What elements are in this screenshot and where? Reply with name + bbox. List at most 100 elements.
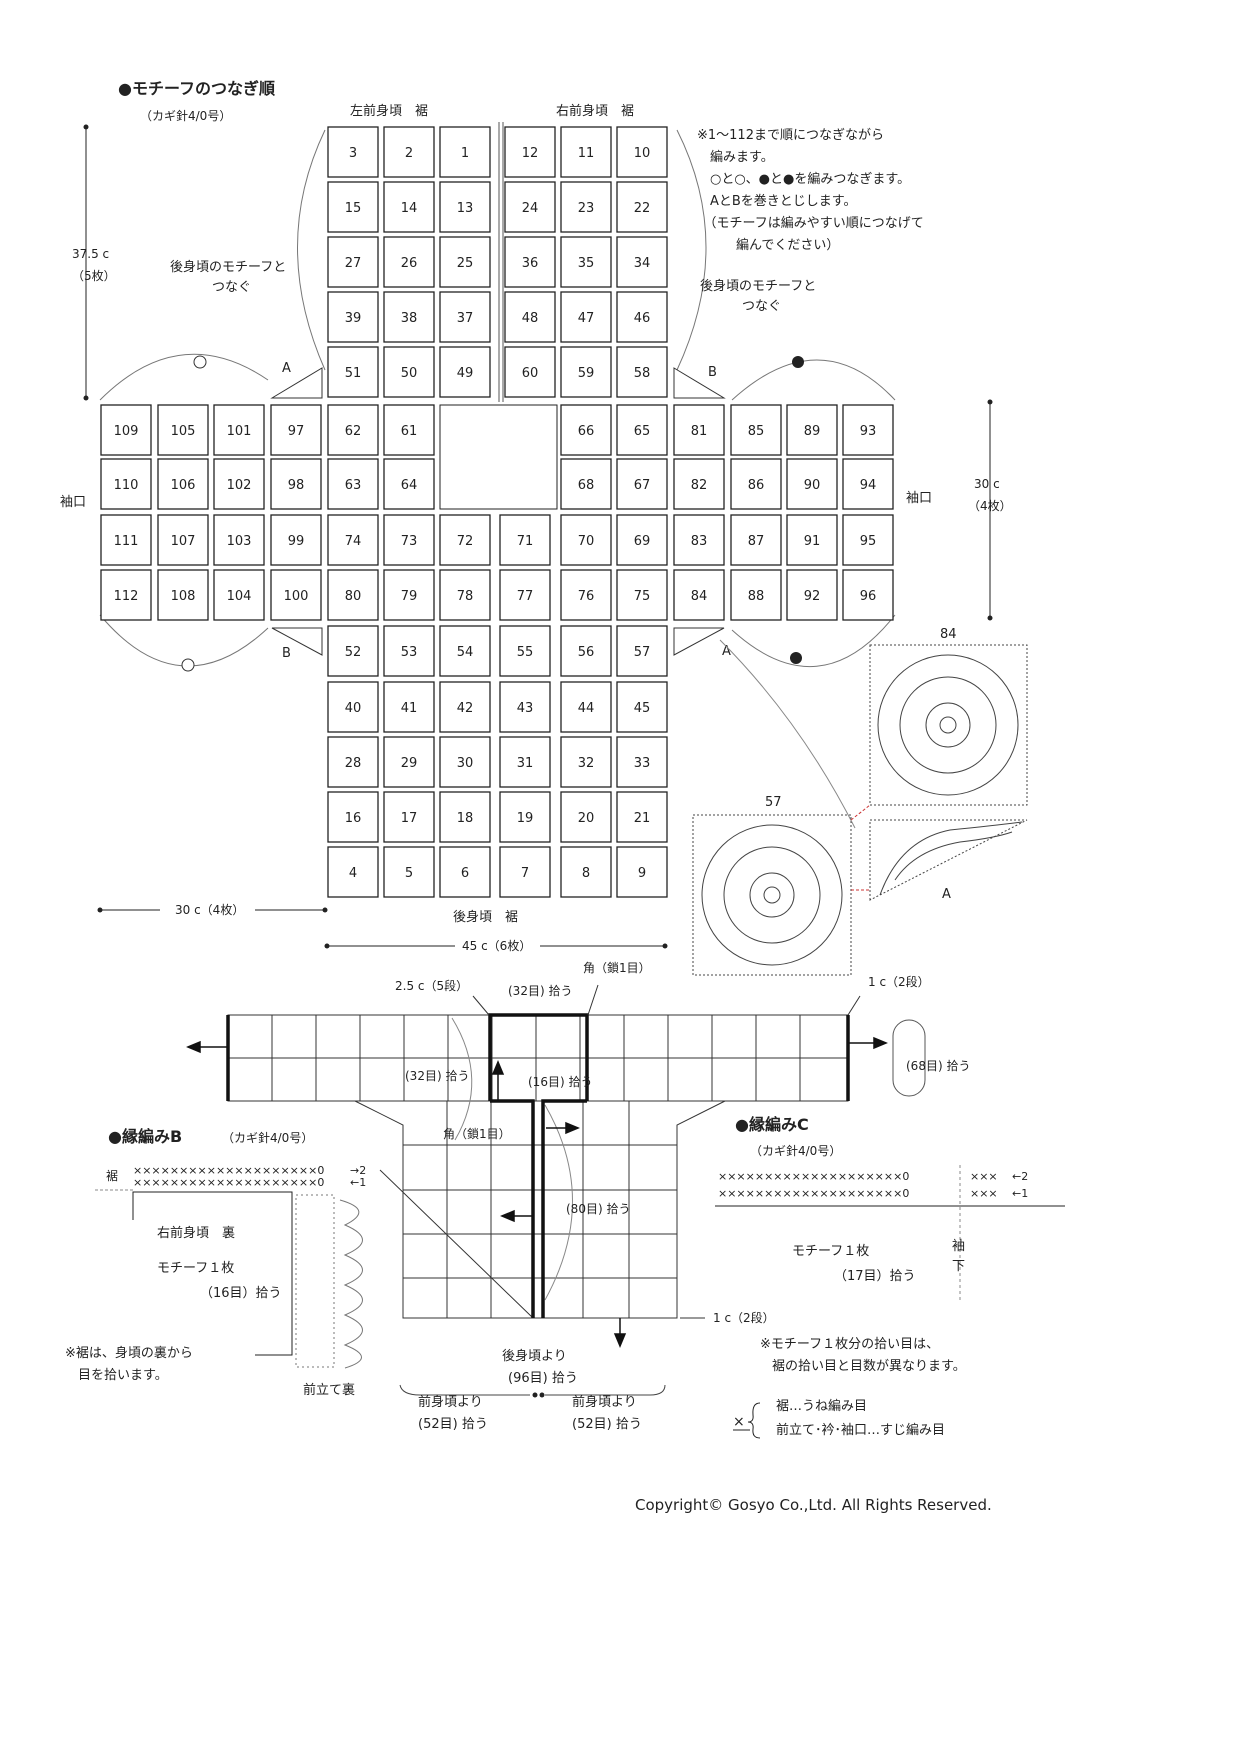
edgingB-hem: 裾 (106, 1168, 118, 1183)
motif-number: 102 (227, 478, 252, 493)
motif-number: 79 (401, 589, 418, 604)
motif-square (560, 346, 612, 398)
edgingB-note-1: ※裾は、身頃の裏から (65, 1345, 193, 1361)
motif-square (504, 126, 556, 178)
section1-title: ●モチーフのつなぎ順 (118, 79, 276, 98)
edgingC-row2: ←2 (1012, 1170, 1028, 1183)
motif-number: 101 (227, 424, 252, 439)
legend-line-2: 前立て･衿･袖口…すじ編み目 (776, 1422, 945, 1438)
motif-number: 48 (522, 311, 539, 326)
motif-number: 71 (517, 534, 534, 549)
motif-number: 90 (804, 478, 821, 493)
pick-32-top: (32目) 拾う (508, 983, 572, 998)
motif-number: 70 (578, 534, 595, 549)
motif-square (499, 791, 551, 843)
motif-number: 93 (860, 424, 877, 439)
motif-square (560, 625, 612, 677)
edgingC-xrow-tail: ××× (970, 1187, 998, 1200)
edging-bold-lines (226, 1013, 850, 1318)
motif-number: 88 (748, 589, 765, 604)
motif-square (504, 236, 556, 288)
edgingB-hook: （カギ針4/0号） (222, 1130, 313, 1145)
motif-number: 10 (634, 146, 651, 161)
motif-number: 15 (345, 201, 362, 216)
motif-number: 86 (748, 478, 765, 493)
motif-number: 17 (401, 811, 418, 826)
edgingB-row2: →2 (350, 1164, 366, 1177)
motif-number: 28 (345, 756, 362, 771)
motif-number: 78 (457, 589, 474, 604)
motif-number: 96 (860, 589, 877, 604)
motif-number: 74 (345, 534, 362, 549)
motif-square (439, 569, 491, 621)
motif-number: 87 (748, 534, 765, 549)
pick-68: (68目) 拾う (906, 1058, 970, 1073)
motif-number: 62 (345, 424, 362, 439)
open-circle-marker (193, 355, 207, 369)
motif-square (100, 404, 152, 456)
motif-number: 33 (634, 756, 651, 771)
note-line: ○と○、●と●を編みつなぎます。 (697, 171, 910, 187)
edgingC-motif: モチーフ１枚 (792, 1244, 869, 1259)
motif-square (730, 404, 782, 456)
motif-number: 36 (522, 256, 539, 271)
back-join-right-2: つなぐ (742, 299, 781, 314)
label-B-left: B (282, 646, 291, 661)
edgingB-title: ●縁編みB (108, 1127, 182, 1146)
front-from-left-1: 前身頃より (418, 1394, 483, 1410)
front-from-right-1: 前身頃より (572, 1394, 637, 1410)
motif-number: 76 (578, 589, 595, 604)
motif-square (439, 291, 491, 343)
front-left-bracket (399, 1384, 530, 1396)
bracket-dot (532, 1392, 538, 1398)
edgingC-hook: （カギ針4/0号） (750, 1143, 841, 1158)
motif-number: 97 (288, 424, 305, 439)
motif-square (560, 404, 612, 456)
motif-number: 35 (578, 256, 595, 271)
edgingB-front-band: 前立て裏 (303, 1382, 355, 1398)
triangle-B-right (673, 367, 726, 399)
motif-square (270, 458, 322, 510)
dimension-ticks-2 (472, 984, 861, 1319)
left-front-label: 左前身頃 裾 (350, 103, 428, 119)
chart-84-label: 84 (940, 627, 957, 642)
motif-number: 100 (284, 589, 309, 604)
motif-number: 64 (401, 478, 418, 493)
motif-number: 85 (748, 424, 765, 439)
motif-number: 72 (457, 534, 474, 549)
motif-square (560, 126, 612, 178)
motif-number: 56 (578, 645, 595, 660)
motif-square (213, 569, 265, 621)
motif-square (439, 181, 491, 233)
note-line: 編みます。 (697, 149, 774, 165)
motif-square (842, 404, 894, 456)
motif-square (560, 681, 612, 733)
motif-square (157, 458, 209, 510)
motif-number: 1 (461, 146, 469, 161)
motif-square (213, 458, 265, 510)
motif-square (560, 514, 612, 566)
edgingB-panel-1: 右前身頃 裏 (157, 1225, 235, 1241)
label-A-left: A (282, 361, 291, 376)
right-front-label: 右前身頃 裾 (556, 103, 634, 119)
motif-square (327, 126, 379, 178)
edgingC-title: ●縁編みC (735, 1115, 809, 1134)
back-join-left-1: 後身頃のモチーフと (170, 259, 286, 275)
motif-square (439, 514, 491, 566)
neck-opening (439, 404, 558, 510)
motif-number: 18 (457, 811, 474, 826)
front-from-left-2: (52目) 拾う (418, 1417, 488, 1432)
motif-square (730, 514, 782, 566)
motif-square (616, 514, 668, 566)
motif-square (439, 346, 491, 398)
triangle-B-left (271, 627, 323, 656)
motif-number: 19 (517, 811, 534, 826)
back-from-1: 後身頃より (502, 1348, 567, 1364)
motif-square (560, 846, 612, 898)
back-join-left-2: つなぐ (212, 280, 251, 295)
pick-68-bracket (892, 1019, 926, 1097)
motif-number: 66 (578, 424, 595, 439)
filled-circle-marker (790, 652, 802, 664)
motif-number: 50 (401, 366, 418, 381)
motif-square (439, 236, 491, 288)
